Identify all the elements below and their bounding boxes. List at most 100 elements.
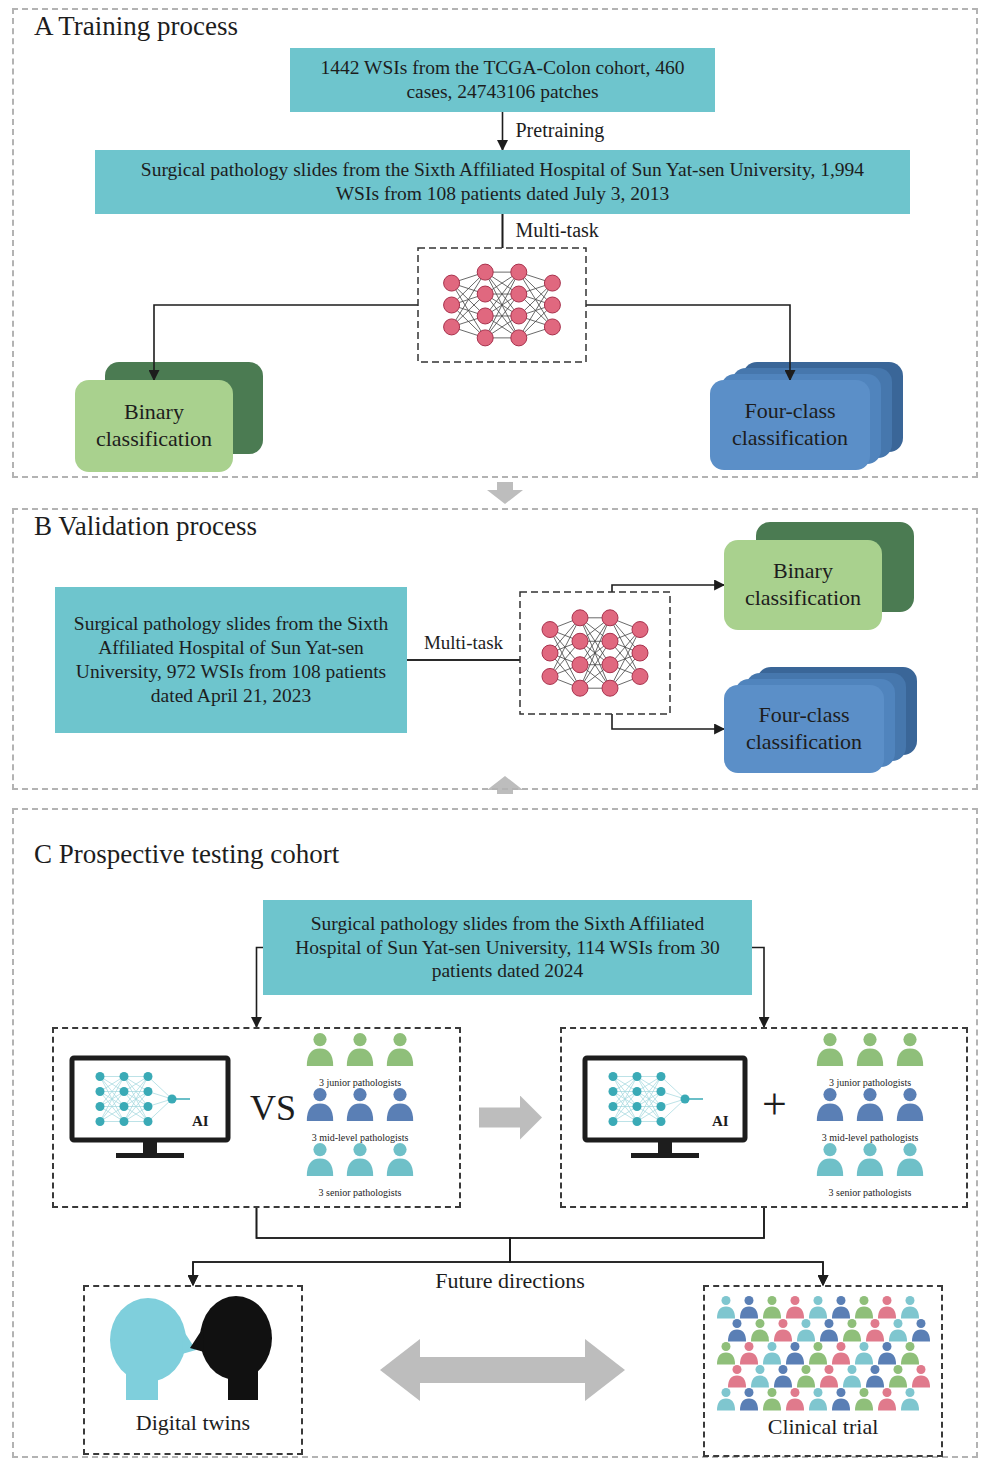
person-body (832, 1353, 850, 1365)
dashed-box: AI+3 junior pathologists3 mid-level path… (560, 1027, 968, 1208)
network-link (124, 1092, 148, 1107)
person-head (353, 1143, 366, 1156)
network-link (550, 630, 580, 642)
person-body (740, 1353, 758, 1365)
monitor-icon (585, 1058, 745, 1158)
network-link (452, 327, 486, 338)
network-neuron (602, 610, 618, 626)
network-neuron (657, 1117, 666, 1126)
network-link (100, 1077, 124, 1092)
network-link (580, 618, 610, 688)
person-head (860, 1388, 869, 1397)
network-link (580, 665, 610, 688)
person-body (901, 1353, 919, 1365)
network-frame (418, 248, 586, 362)
network-link (519, 272, 553, 305)
section-heading: B Validation process (34, 512, 257, 542)
person-head (733, 1365, 742, 1374)
person-body (797, 1330, 815, 1342)
person-head (814, 1388, 823, 1397)
monitor-base (116, 1153, 184, 1158)
network-link (637, 1092, 661, 1107)
person-head (883, 1296, 892, 1305)
network-link (580, 641, 610, 642)
person-body (763, 1399, 781, 1411)
person-head (823, 1088, 836, 1101)
connector-arrow (497, 482, 513, 490)
network-link (452, 294, 486, 327)
network-link (613, 1077, 637, 1092)
network-link (637, 1107, 661, 1122)
dashed-box: Clinical trial (703, 1285, 943, 1457)
network-link (610, 630, 640, 689)
network-neuron (633, 1117, 642, 1126)
network-link (519, 283, 553, 338)
network-link (124, 1077, 148, 1092)
network-link (550, 653, 580, 688)
network-neuron (542, 645, 558, 661)
person-head (863, 1143, 876, 1156)
network-link (124, 1092, 148, 1122)
person-body (866, 1376, 884, 1388)
person-head (722, 1342, 731, 1351)
neural-network-icon (520, 592, 670, 714)
network-link (485, 316, 519, 338)
person-head (802, 1365, 811, 1374)
person-body (717, 1307, 735, 1319)
network-link (637, 1121, 661, 1122)
person-head (860, 1342, 869, 1351)
network-link (485, 272, 519, 294)
person-head (825, 1365, 834, 1374)
digital-twin-icon (110, 1296, 272, 1400)
network-link (485, 294, 519, 295)
person-body (878, 1399, 896, 1411)
network-link (580, 641, 610, 664)
output-card: Four-class classification (724, 685, 884, 773)
monitor-icon (72, 1058, 228, 1158)
network-link (637, 1076, 661, 1077)
network-link (485, 315, 519, 316)
network-link (519, 294, 553, 327)
person-head (917, 1319, 926, 1328)
network-link (550, 618, 580, 653)
network-link (519, 327, 553, 338)
person-head (313, 1088, 326, 1101)
network-link (519, 305, 553, 316)
section-panel: Surgical pathology slides from the Sixth… (12, 808, 978, 1458)
crowd-icon (717, 1296, 930, 1411)
edge-label: Pretraining (513, 118, 608, 142)
network-link (485, 316, 519, 338)
connector-arrow (752, 948, 764, 1028)
person-head (791, 1296, 800, 1305)
network-link (100, 1077, 124, 1107)
network-link (550, 630, 580, 689)
network-link (613, 1077, 637, 1122)
network-link (613, 1092, 637, 1122)
network-link (637, 1077, 661, 1122)
person-head (894, 1365, 903, 1374)
network-link (580, 688, 610, 689)
person-head (837, 1342, 846, 1351)
network-link (637, 1077, 661, 1107)
output-card: Binary classification (75, 380, 233, 472)
box-label: 3 mid-level pathologists (300, 1132, 420, 1143)
person-body (889, 1376, 907, 1388)
network-link (613, 1106, 637, 1107)
network-link (485, 272, 519, 316)
output-card: Binary classification (724, 540, 882, 630)
person-body (307, 1158, 333, 1176)
process-box: 1442 WSIs from the TCGA-Colon cohort, 46… (290, 48, 715, 112)
network-link (637, 1077, 661, 1092)
person-body (912, 1330, 930, 1342)
network-link (100, 1092, 124, 1107)
network-link (550, 618, 580, 630)
connector-arrow (497, 790, 513, 794)
network-neuron (657, 1102, 666, 1111)
network-neuron (602, 657, 618, 673)
network-link (100, 1092, 124, 1122)
person-head (353, 1033, 366, 1046)
network-link (661, 1077, 685, 1100)
network-neuron (544, 297, 560, 313)
box-text: Surgical pathology slides from the Sixth… (285, 912, 730, 983)
network-link (100, 1107, 124, 1122)
